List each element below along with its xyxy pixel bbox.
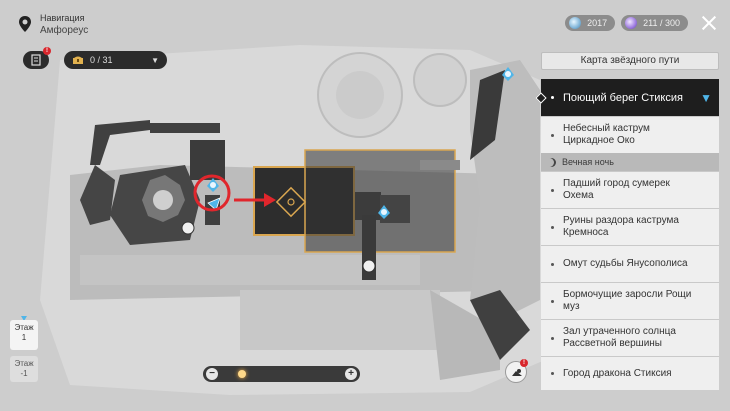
trailblaze-power-counter[interactable]: 211 / 300 xyxy=(621,15,688,31)
location-label: Бормочущие заросли Рощи муз xyxy=(563,289,692,312)
nav-region: Амфореус xyxy=(40,25,89,36)
star-map-button[interactable]: Карта звёздного пути xyxy=(541,52,719,70)
current-floor-indicator-icon xyxy=(21,316,27,321)
player-marker-icon xyxy=(207,197,221,211)
bullet-icon xyxy=(551,372,554,375)
location-label: Падший город сумерек Охема xyxy=(563,178,670,201)
chest-count: 0 / 31 xyxy=(90,55,113,65)
nav-title: Навигация xyxy=(40,13,85,23)
bullet-icon xyxy=(551,188,554,192)
bullet-icon xyxy=(551,336,554,340)
book-icon xyxy=(31,54,41,66)
floor-number: -1 xyxy=(20,369,28,378)
zoom-slider-handle[interactable] xyxy=(237,370,246,378)
zoom-in-button[interactable]: + xyxy=(345,368,357,380)
location-label: Небесный каструм Циркадное Око xyxy=(563,123,650,146)
floor-minus1-button[interactable]: Этаж -1 xyxy=(10,356,38,382)
location-item[interactable]: Омут судьбы Янусополиса xyxy=(541,245,719,282)
stellar-jade-value: 2017 xyxy=(587,18,608,28)
waypoint-icon xyxy=(207,178,219,192)
location-item[interactable]: Город дракона Стиксия xyxy=(541,356,719,390)
location-item[interactable]: Руины раздора каструма Кремноса xyxy=(541,208,719,245)
waypoint-icon xyxy=(502,67,514,81)
location-label: Поющий берег Стиксия xyxy=(563,91,683,104)
floor-label: Этаж xyxy=(14,359,34,368)
location-item-singing-shore[interactable]: Поющий берег Стиксия ▼ xyxy=(541,79,719,116)
chest-counter-dropdown[interactable]: 0 / 31 ▼ xyxy=(64,51,167,69)
highlight-arrow xyxy=(264,193,276,207)
trailblaze-power-value: 211 / 300 xyxy=(643,18,680,28)
navigation-header: Навигация Амфореус xyxy=(18,12,88,37)
moon-icon xyxy=(547,158,556,167)
zoom-out-button[interactable]: − xyxy=(206,368,218,380)
room-marker-icon xyxy=(275,186,307,218)
waypoint-icon xyxy=(378,205,390,219)
location-label: Зал утраченного солнца Рассветной вершин… xyxy=(563,326,676,349)
location-item[interactable]: Зал утраченного солнца Рассветной вершин… xyxy=(541,319,719,356)
currency-bar: 2017 211 / 300 xyxy=(565,14,718,32)
bullet-icon xyxy=(551,133,554,137)
trailblaze-power-icon xyxy=(625,17,638,29)
bullet-icon xyxy=(551,96,554,99)
quest-log-button[interactable]: ! xyxy=(23,47,51,69)
stellar-jade-icon xyxy=(569,17,582,29)
bullet-icon xyxy=(551,299,554,303)
zoom-slider[interactable]: − + xyxy=(203,366,360,382)
floor-1-button[interactable]: Этаж 1 xyxy=(10,320,38,350)
location-label: Город дракона Стиксия xyxy=(563,367,672,379)
bullet-icon xyxy=(551,225,554,229)
location-label: Омут судьбы Янусополиса xyxy=(563,258,688,269)
floor-selector: Этаж 1 Этаж -1 xyxy=(10,316,38,382)
floor-label: Этаж xyxy=(14,323,34,332)
location-item-castrum[interactable]: Небесный каструм Циркадное Око xyxy=(541,116,719,153)
section-header-eternal-night: Вечная ночь xyxy=(541,153,719,171)
location-list: Поющий берег Стиксия ▼ Небесный каструм … xyxy=(541,79,719,390)
section-label: Вечная ночь xyxy=(562,157,614,167)
bullet-icon xyxy=(551,262,554,266)
location-label: Руины раздора каструма Кремноса xyxy=(563,215,679,238)
close-icon[interactable] xyxy=(700,14,718,32)
treasure-chest-icon xyxy=(73,56,83,64)
chevron-down-icon: ▼ xyxy=(700,91,712,105)
map-legend-icon xyxy=(512,369,522,376)
stellar-jade-counter[interactable]: 2017 xyxy=(565,15,616,31)
location-item[interactable]: Падший город сумерек Охема xyxy=(541,171,719,208)
map-legend-button[interactable]: ! xyxy=(505,359,528,383)
floor-number: 1 xyxy=(21,333,27,342)
location-item[interactable]: Бормочущие заросли Рощи муз xyxy=(541,282,719,319)
location-pin-icon xyxy=(19,16,31,32)
notification-badge: ! xyxy=(520,359,528,367)
highlight-circle xyxy=(193,174,231,212)
caret-down-icon: ▼ xyxy=(151,55,159,65)
notification-badge: ! xyxy=(43,47,51,55)
